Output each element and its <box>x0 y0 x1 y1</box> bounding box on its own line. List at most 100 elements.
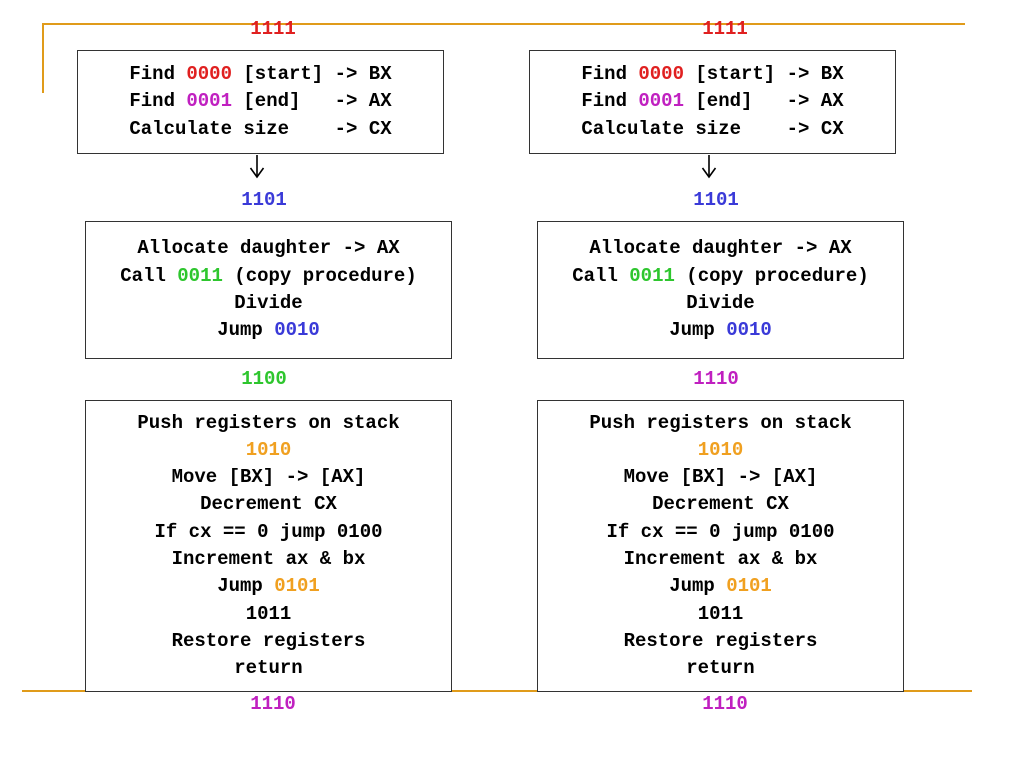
code-text: 1011 <box>697 602 744 625</box>
code-line: Push registers on stack <box>589 410 851 437</box>
address-label-bottom: 1110 <box>250 693 296 715</box>
address-label-top: 1111 <box>250 18 296 40</box>
address-label-bottom: 1110 <box>702 693 748 715</box>
code-text: Decrement CX <box>200 493 337 516</box>
code-line: Decrement CX <box>200 491 337 518</box>
code-line: Calculate size -> CX <box>129 116 391 143</box>
code-text: Find <box>581 63 639 86</box>
code-line: Push registers on stack <box>137 410 399 437</box>
code-line: Jump 0010 <box>217 317 320 344</box>
code-line: Increment ax & bx <box>172 546 366 573</box>
code-text: Divide <box>686 292 755 314</box>
code-line: Allocate daughter -> AX <box>137 235 399 262</box>
code-text: Restore registers <box>171 629 366 652</box>
code-text: Allocate daughter -> AX <box>589 237 852 260</box>
bottom-rule <box>22 690 972 692</box>
code-line: Move [BX] -> [AX] <box>172 464 366 491</box>
code-text: Allocate daughter -> AX <box>137 237 400 260</box>
code-text: Move [BX] -> [AX] <box>623 466 818 489</box>
code-line: Move [BX] -> [AX] <box>624 464 818 491</box>
code-text: Jump <box>217 319 275 342</box>
code-line: Increment ax & bx <box>624 546 818 573</box>
code-text: If cx == 0 jump 0100 <box>154 520 383 543</box>
address-token: 0010 <box>274 319 320 342</box>
address-token: 1010 <box>245 438 292 461</box>
address-token: 0001 <box>638 90 684 113</box>
code-text: Calculate size -> CX <box>129 117 392 140</box>
address-token: 0000 <box>186 63 232 86</box>
code-line: 1010 <box>698 437 744 464</box>
code-text: Jump <box>217 575 275 598</box>
code-line: 1011 <box>698 601 744 628</box>
code-text: [end] -> AX <box>231 90 392 113</box>
address-token: 0010 <box>726 319 772 342</box>
code-line: return <box>234 655 302 682</box>
code-line: Jump 0010 <box>669 317 772 344</box>
code-text: return <box>234 657 303 680</box>
code-text: Find <box>129 63 187 86</box>
code-text: Find <box>581 90 639 113</box>
address-label-after-find: 1101 <box>693 189 739 211</box>
code-line: Restore registers <box>172 628 366 655</box>
code-line: Divide <box>234 290 302 317</box>
code-text: 1011 <box>245 602 292 625</box>
code-line: If cx == 0 jump 0100 <box>606 519 834 546</box>
code-line: If cx == 0 jump 0100 <box>154 519 382 546</box>
code-line: 1011 <box>246 601 292 628</box>
code-text: Jump <box>669 575 727 598</box>
code-text: Increment ax & bx <box>623 548 818 570</box>
left-rule <box>42 23 44 93</box>
address-token: 0101 <box>726 575 772 598</box>
code-text: return <box>686 657 755 680</box>
code-text: Move [BX] -> [AX] <box>171 466 366 489</box>
code-line: Jump 0101 <box>217 573 320 600</box>
code-line: Find 0001 [end] -> AX <box>581 88 843 115</box>
code-text: Find <box>129 90 187 113</box>
down-arrow-icon <box>249 155 265 179</box>
code-text: Calculate size -> CX <box>581 117 844 140</box>
code-text: Decrement CX <box>652 493 789 516</box>
code-line: Find 0000 [start] -> BX <box>129 61 391 88</box>
code-text: (copy procedure) <box>222 264 417 287</box>
address-label-after-allocate: 1100 <box>241 368 287 390</box>
code-text: [start] -> BX <box>231 63 392 86</box>
code-line: Find 0000 [start] -> BX <box>581 61 843 88</box>
address-token: 0011 <box>629 264 675 287</box>
code-line: Restore registers <box>624 628 818 655</box>
code-line: Call 0011 (copy procedure) <box>572 263 868 290</box>
code-text: Push registers on stack <box>137 411 400 434</box>
address-label-top: 1111 <box>702 18 748 40</box>
code-line: Call 0011 (copy procedure) <box>120 263 416 290</box>
code-text: Restore registers <box>623 629 818 652</box>
address-token: 0001 <box>186 90 232 113</box>
address-label-after-allocate: 1110 <box>693 368 739 390</box>
code-text: [start] -> BX <box>683 63 844 86</box>
address-token: 0011 <box>177 264 223 287</box>
address-label-after-find: 1101 <box>241 189 287 211</box>
code-text: Call <box>572 264 630 287</box>
address-token: 0000 <box>638 63 684 86</box>
code-text: Call <box>120 264 178 287</box>
code-text: (copy procedure) <box>674 264 869 287</box>
allocate-block: Allocate daughter -> AX Call 0011 (copy p… <box>537 221 904 359</box>
code-line: Allocate daughter -> AX <box>589 235 851 262</box>
code-line: return <box>686 655 754 682</box>
code-line: Decrement CX <box>652 491 789 518</box>
address-token: 1010 <box>697 438 744 461</box>
code-line: Divide <box>686 290 754 317</box>
address-token: 0101 <box>274 575 320 598</box>
code-text: Jump <box>669 319 727 342</box>
top-rule <box>42 23 965 25</box>
code-line: Jump 0101 <box>669 573 772 600</box>
code-text: Push registers on stack <box>589 411 852 434</box>
code-text: Increment ax & bx <box>171 548 366 570</box>
code-line: Find 0001 [end] -> AX <box>129 88 391 115</box>
code-text: Divide <box>234 292 303 314</box>
code-text: [end] -> AX <box>683 90 844 113</box>
allocate-block: Allocate daughter -> AX Call 0011 (copy p… <box>85 221 452 359</box>
code-text: If cx == 0 jump 0100 <box>606 520 835 543</box>
